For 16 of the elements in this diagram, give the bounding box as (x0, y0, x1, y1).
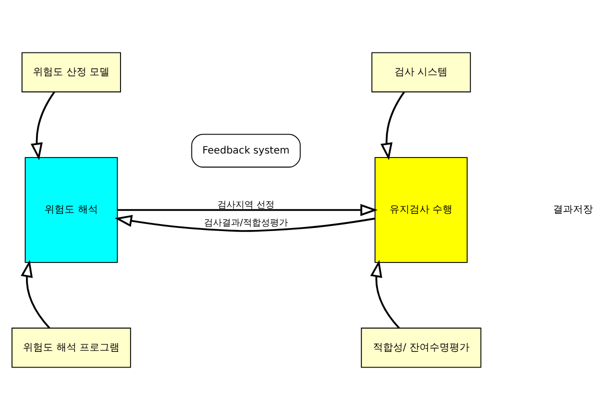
node-box: 검사 시스템 (371, 52, 471, 92)
node-box: 위험도 산정 모델 (22, 52, 121, 92)
arrow (20, 259, 50, 328)
edge-label: 검사지역 선정 (218, 200, 274, 210)
node-box: 위험도 해석 (24, 156, 118, 262)
node-box: Feedback system (191, 133, 301, 168)
arrow (370, 259, 400, 328)
arrow (114, 214, 375, 232)
node-box: 유지검사 수행 (374, 156, 468, 262)
edge-label: 검사결과/적합성평가 (204, 218, 288, 228)
node-box: 적합성/ 잔여수명평가 (360, 327, 482, 368)
arrow (118, 203, 378, 216)
arrow (30, 90, 56, 160)
node-box: 위험도 해석 프로그램 (12, 327, 132, 368)
arrow (380, 90, 405, 160)
label: 결과저장 (552, 204, 593, 216)
